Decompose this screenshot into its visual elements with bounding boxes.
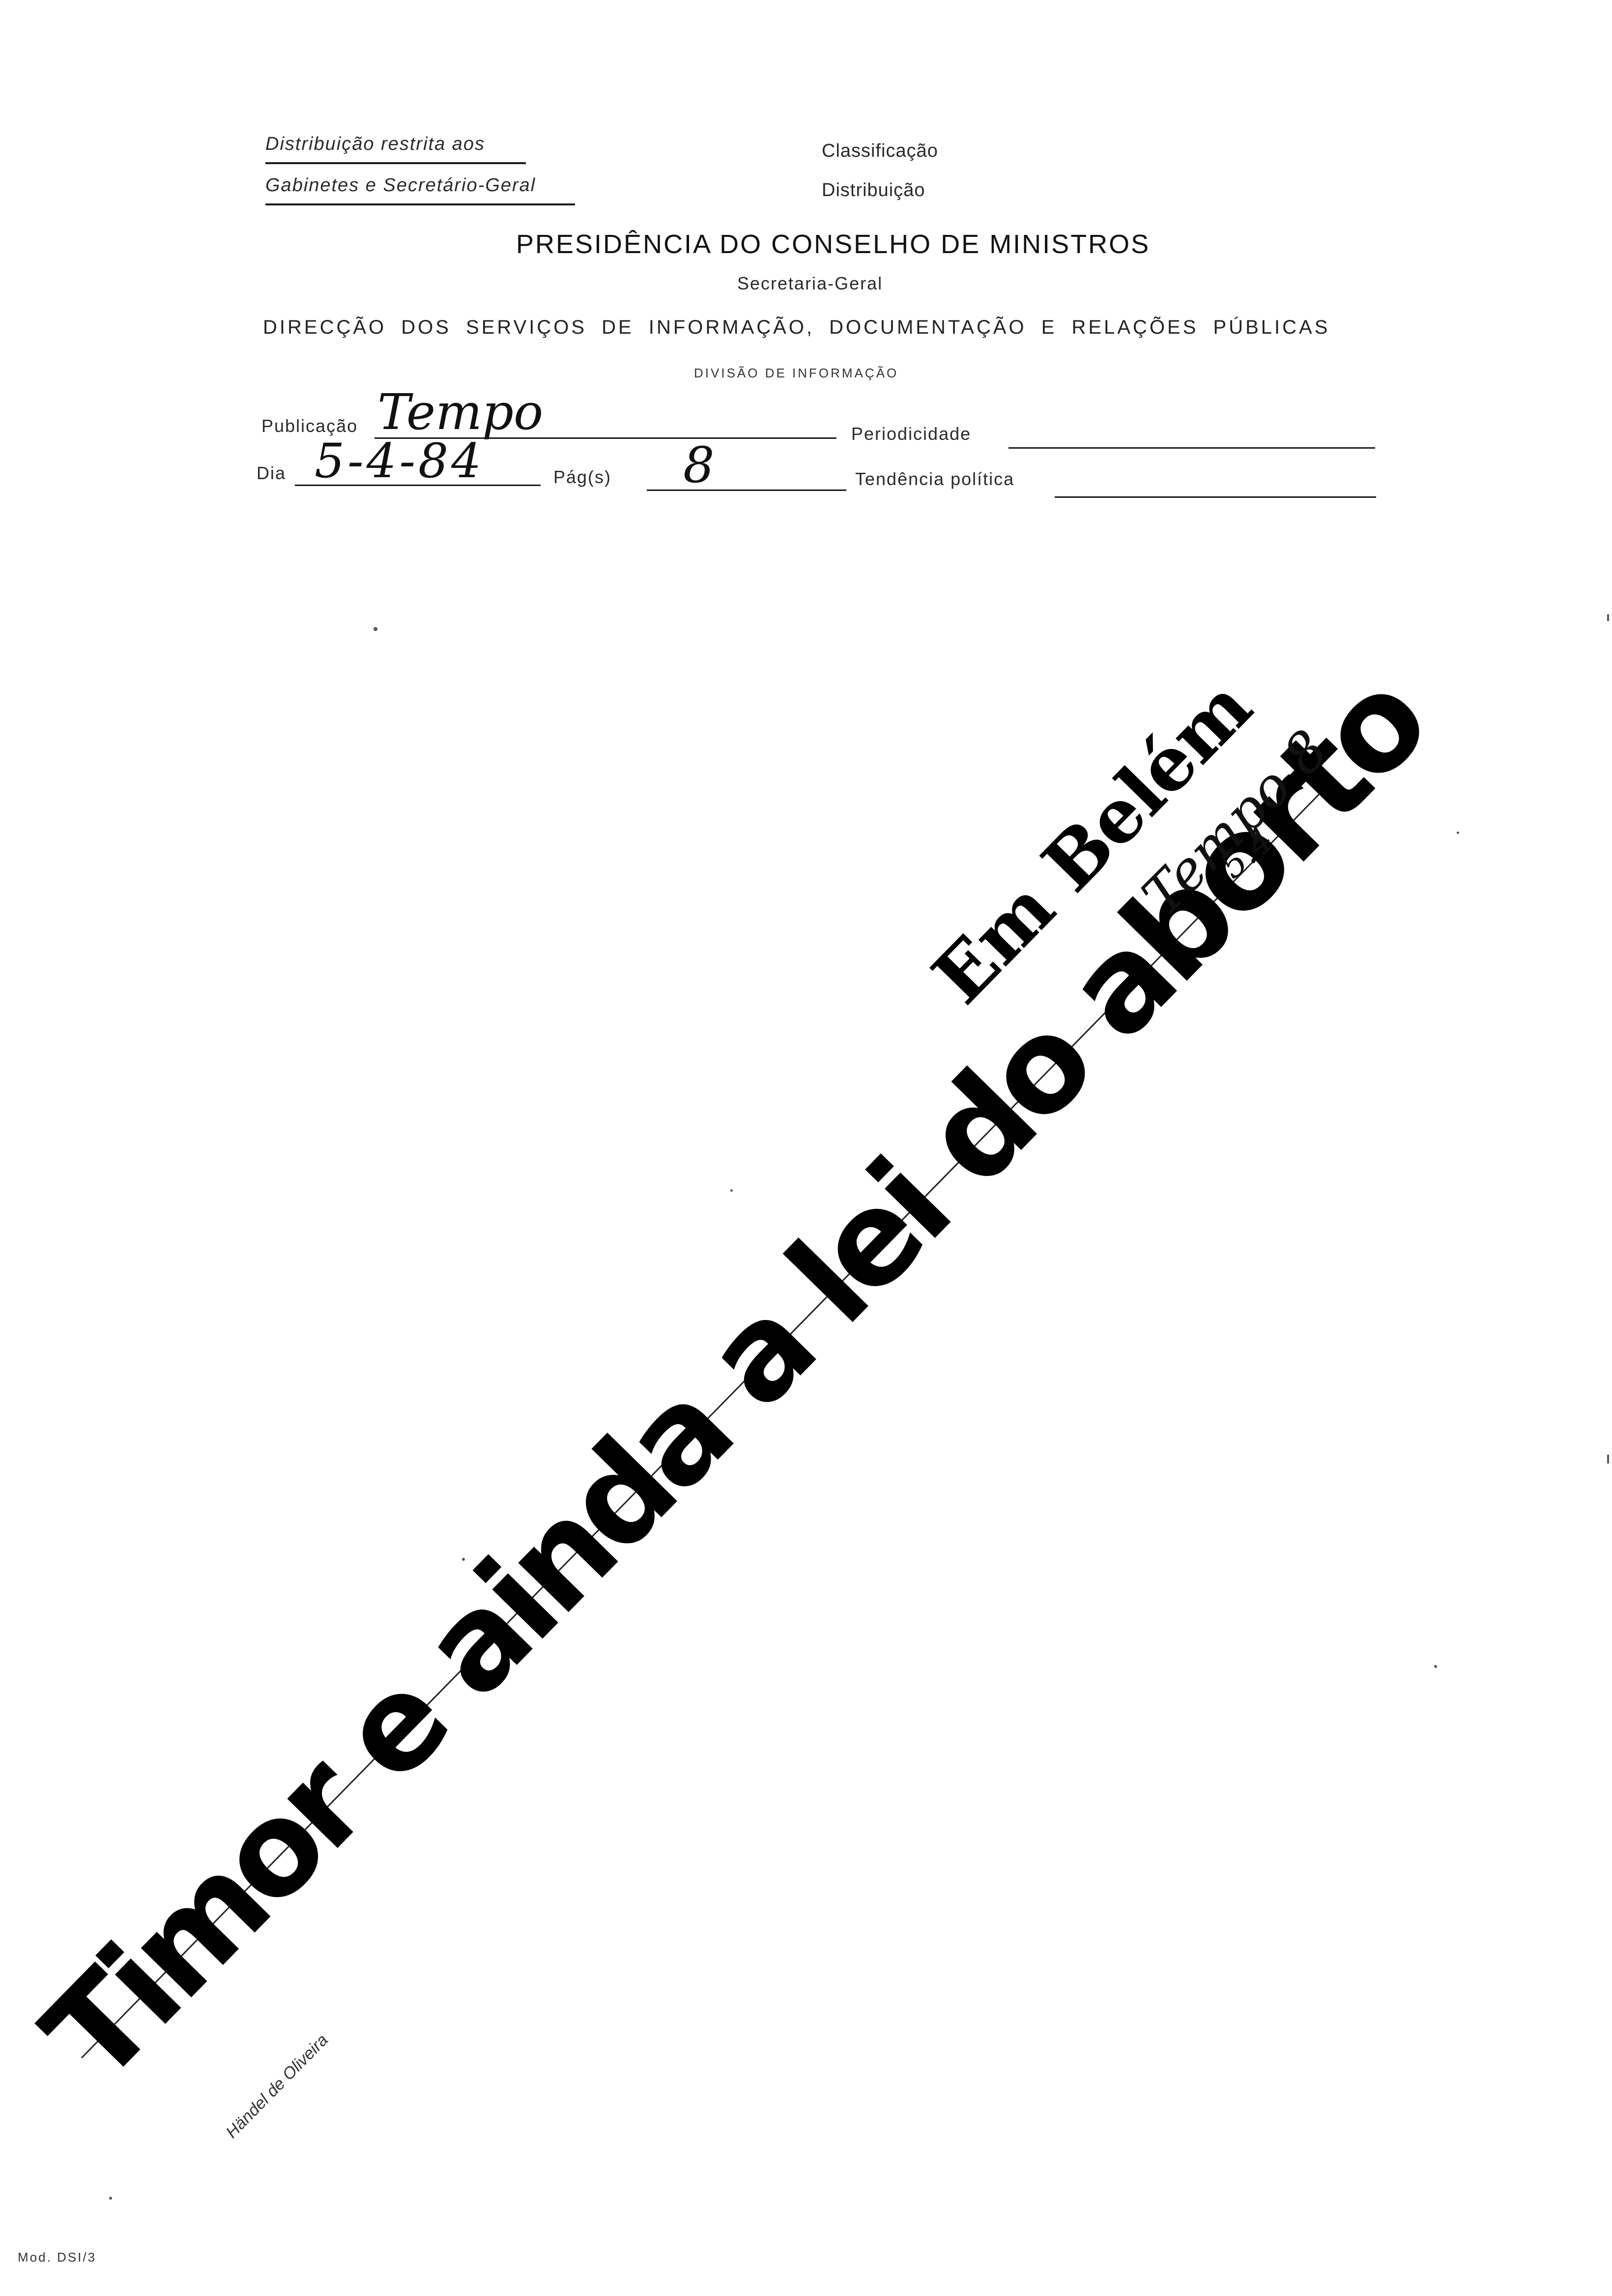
division-title: DIVISÃO DE INFORMAÇÃO: [694, 366, 899, 380]
periodicity-field-line: [1008, 447, 1375, 449]
form-code: Mod. DSI/3: [18, 2250, 97, 2265]
tendency-label: Tendência política: [855, 469, 1015, 489]
periodicity-label: Periodicidade: [851, 424, 972, 444]
agency-subtitle: Secretaria-Geral: [737, 273, 883, 293]
tendency-field-line: [1055, 496, 1376, 498]
distribution-note-line2: Gabinetes e Secretário-Geral: [265, 175, 536, 196]
scan-speck: [1434, 1665, 1437, 1668]
agency-title: PRESIDÊNCIA DO CONSELHO DE MINISTROS: [516, 230, 1151, 259]
scan-speck: [1607, 614, 1609, 621]
pages-value: 8: [683, 436, 715, 494]
scan-speck: [374, 627, 377, 631]
pages-label: Pág(s): [553, 467, 612, 487]
publication-label: Publicação: [261, 416, 358, 436]
clipping-byline: Händel de Oliveira: [222, 2030, 332, 2142]
day-field-line: [295, 485, 541, 486]
publication-field-line: [374, 437, 836, 439]
publication-value: Tempo: [377, 383, 544, 441]
scan-speck: [1607, 1455, 1609, 1464]
department-title: DIRECÇÃO DOS SERVIÇOS DE INFORMAÇÃO, DOC…: [263, 316, 1330, 338]
distribution-label: Distribuição: [822, 180, 925, 201]
scan-speck: [462, 1558, 465, 1561]
distribution-underline-1: [265, 162, 526, 164]
scan-speck: [1457, 832, 1459, 834]
distribution-underline-2: [265, 203, 575, 205]
day-value: 5-4-84: [315, 433, 485, 488]
scan-speck: [730, 1189, 733, 1192]
day-label: Dia: [257, 463, 287, 483]
classification-label: Classificação: [822, 141, 938, 161]
pages-field-line: [647, 489, 846, 491]
distribution-note-line1: Distribuição restrita aos: [265, 134, 486, 154]
scan-speck: [109, 2197, 112, 2200]
